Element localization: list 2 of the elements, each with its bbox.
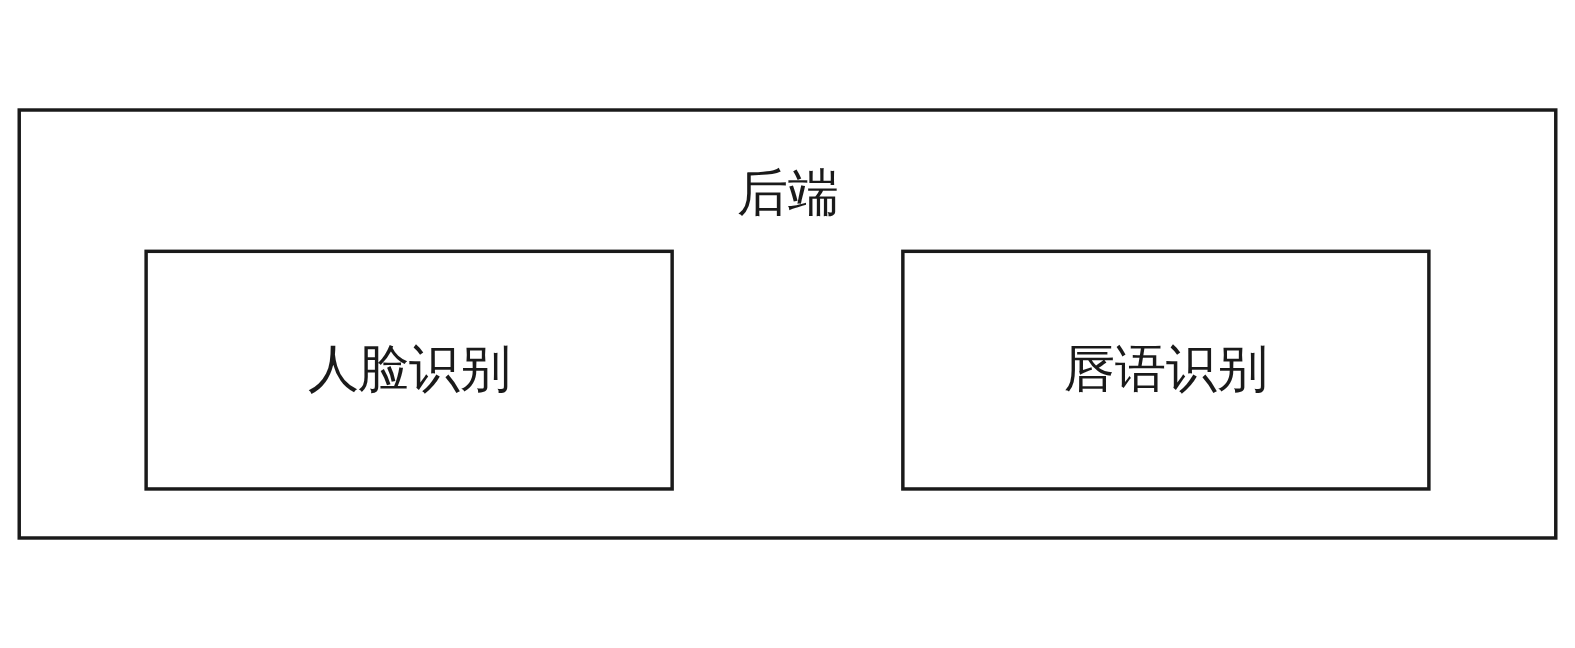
node-box: 人脸识别 xyxy=(144,249,674,491)
node-box: 唇语识别 xyxy=(901,249,1431,491)
